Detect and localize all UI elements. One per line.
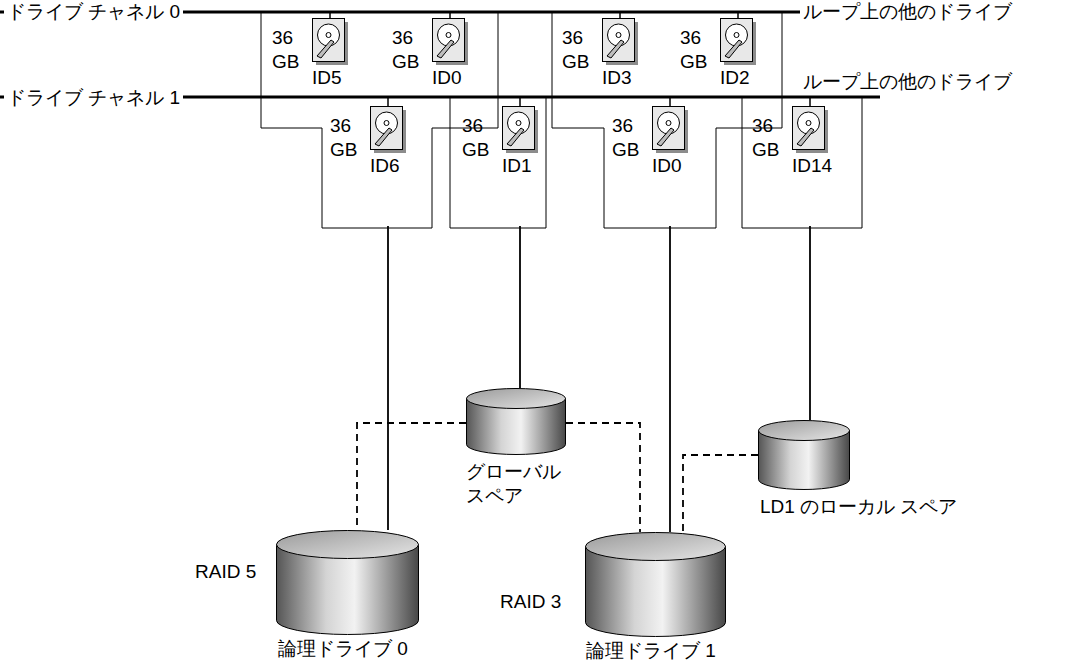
drive-arm — [437, 40, 454, 58]
group-outline — [261, 12, 498, 228]
spare-label: LD1 のローカル スペア — [760, 495, 957, 519]
drive-spindle — [384, 121, 389, 126]
spare-link — [357, 423, 466, 530]
disk-drive: 36 GB ID2 — [680, 16, 772, 92]
drive-icon — [502, 106, 540, 154]
drive-spindle — [734, 33, 739, 38]
spare-link — [683, 455, 758, 532]
cylinder-top — [467, 389, 566, 409]
drive-id: ID2 — [720, 66, 750, 90]
drive-spindle — [326, 33, 331, 38]
drive-taps — [330, 12, 810, 106]
local-spare: LD1 のローカル スペア — [758, 420, 958, 519]
channel-label: ループ上の他のドライブ — [800, 70, 1015, 94]
member-link — [669, 226, 671, 532]
drive-tap — [519, 97, 521, 106]
drive-tap — [387, 97, 389, 106]
drive-capacity: 36 GB — [680, 26, 710, 74]
drive-spindle — [616, 33, 621, 38]
drive-tap — [449, 12, 451, 18]
drive-capacity: 36 GB — [462, 114, 492, 162]
disk-drive: 36 GB ID5 — [272, 16, 364, 92]
drive-tap — [669, 97, 671, 106]
drive-icon — [720, 18, 758, 66]
drive-capacity: 36 GB — [392, 26, 422, 74]
drive-capacity: 36 GB — [562, 26, 592, 74]
drive-body — [433, 19, 465, 62]
drive-arm — [375, 128, 392, 146]
cylinder-icon — [585, 532, 726, 637]
drive-tap — [329, 12, 331, 18]
drive-body — [721, 19, 753, 62]
cylinder-icon — [276, 530, 419, 635]
drive-tap — [619, 12, 621, 18]
member-link — [387, 226, 389, 530]
cylinder-top — [277, 531, 419, 559]
drive-body — [603, 19, 635, 62]
drive-arm — [507, 128, 524, 146]
drive-id: ID6 — [370, 154, 400, 178]
drive-arm — [317, 40, 334, 58]
drive-spindle — [666, 121, 671, 126]
drive-id: ID5 — [312, 66, 342, 90]
drive-spindle — [446, 33, 451, 38]
drive-id: ID0 — [432, 66, 462, 90]
drive-icon — [312, 18, 350, 66]
disk-drive: 36 GB ID1 — [462, 102, 554, 226]
channel-label: ドライブ チャネル 1 — [4, 86, 183, 110]
drive-body — [653, 107, 685, 150]
spare-label: グローバル スペア — [466, 460, 566, 508]
drive-body — [503, 107, 535, 150]
logical-drive-label: 論理ドライブ 1 — [586, 639, 716, 663]
drive-capacity: 36 GB — [752, 114, 782, 162]
logical-drive: RAID 5 論理ドライブ 0 — [195, 530, 419, 661]
drive-outline — [450, 97, 546, 228]
drive-tap — [737, 12, 739, 18]
member-link — [809, 226, 811, 420]
drive-tap — [809, 97, 811, 106]
drive-icon — [652, 106, 690, 154]
group-outline — [552, 12, 782, 228]
drive-spindle — [516, 121, 521, 126]
drive-icon — [602, 18, 640, 66]
drive-body — [793, 107, 825, 150]
disk-drive: 36 GB ID14 — [752, 102, 844, 226]
drive-id: ID3 — [602, 66, 632, 90]
drive-id: ID0 — [652, 154, 682, 178]
disk-drive: 36 GB ID0 — [392, 16, 484, 92]
member-link — [519, 226, 521, 388]
drive-body — [313, 19, 345, 62]
channel-label: ループ上の他のドライブ — [800, 0, 1015, 24]
drive-arm — [607, 40, 624, 58]
logical-drive: RAID 3 論理ドライブ 1 — [495, 532, 726, 663]
drive-icon — [792, 106, 830, 154]
drive-capacity: 36 GB — [272, 26, 302, 74]
drive-capacity: 36 GB — [330, 114, 360, 162]
drive-icon — [432, 18, 470, 66]
drive-spindle — [806, 121, 811, 126]
raid-level: RAID 5 — [195, 560, 256, 584]
disk-drive: 36 GB ID6 — [330, 102, 422, 226]
drive-icon — [370, 106, 408, 154]
drive-outline — [742, 97, 862, 228]
drive-arm — [657, 128, 674, 146]
spare-link — [566, 423, 640, 532]
cylinder-icon — [758, 420, 850, 490]
global-spare: グローバル スペア — [466, 388, 566, 508]
drive-capacity: 36 GB — [612, 114, 642, 162]
cylinder-top — [759, 421, 850, 441]
disk-drive: 36 GB ID0 — [612, 102, 704, 226]
logical-drive-label: 論理ドライブ 0 — [278, 637, 408, 661]
drive-arm — [797, 128, 814, 146]
drive-id: ID1 — [502, 154, 532, 178]
drive-id: ID14 — [792, 154, 832, 178]
raid-level: RAID 3 — [500, 590, 561, 614]
channel-label: ドライブ チャネル 0 — [4, 0, 183, 24]
cylinder-top — [586, 533, 726, 561]
drive-body — [371, 107, 403, 150]
disk-drive: 36 GB ID3 — [562, 16, 654, 92]
drive-arm — [725, 40, 742, 58]
cylinder-icon — [466, 388, 566, 455]
